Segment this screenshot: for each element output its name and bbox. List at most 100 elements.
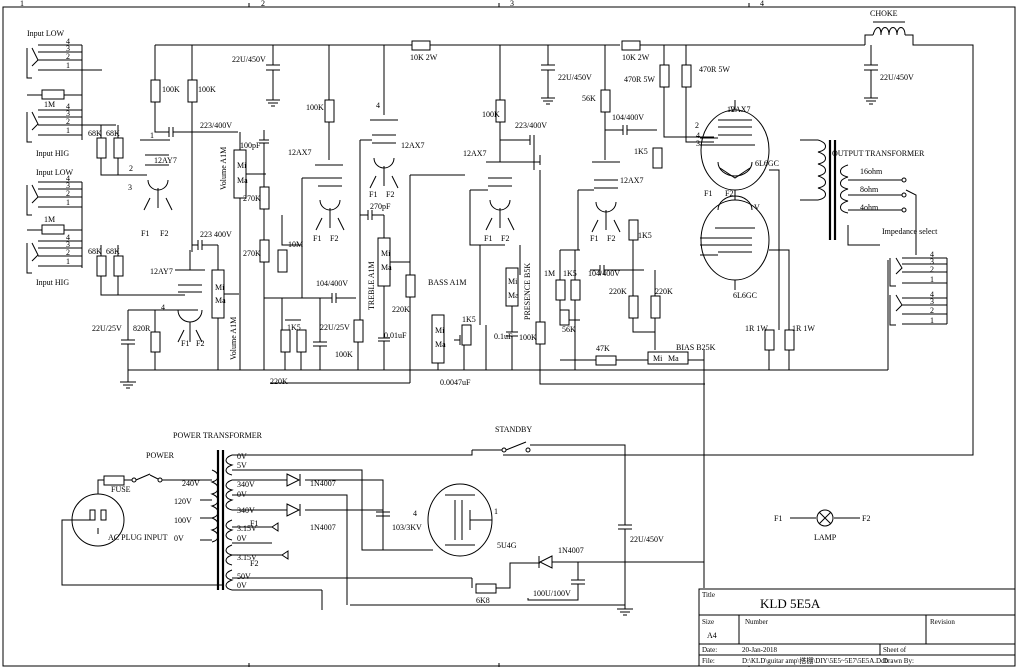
input-hig-2-label: Input HIG <box>36 278 69 287</box>
svg-text:F1: F1 <box>313 234 321 243</box>
svg-text:F2: F2 <box>196 339 204 348</box>
svg-text:100K: 100K <box>162 85 180 94</box>
svg-text:1R 1W: 1R 1W <box>745 324 768 333</box>
svg-text:PRESENCE B5K: PRESENCE B5K <box>523 263 532 320</box>
svg-text:240V: 240V <box>182 479 200 488</box>
svg-text:1N4007: 1N4007 <box>310 479 336 488</box>
tube-v1b: 12AY7 4 F1 F2 22U/25V 820R 223 400V MiMa… <box>92 230 239 370</box>
svg-text:V: V <box>754 203 760 212</box>
svg-text:Mi: Mi <box>381 249 391 258</box>
svg-text:Volume A1M: Volume A1M <box>219 147 228 190</box>
svg-text:F2: F2 <box>250 559 258 568</box>
svg-text:Mi: Mi <box>237 161 247 170</box>
svg-text:F2: F2 <box>330 234 338 243</box>
svg-text:220K: 220K <box>270 377 288 386</box>
svg-text:4ohm: 4ohm <box>860 203 879 212</box>
b-plus-rail: 10K 2W 10K 2W CHOKE 22U/450V 22U/450V 22… <box>155 9 974 456</box>
svg-text:12AY7: 12AY7 <box>154 156 177 165</box>
svg-text:Volume A1M: Volume A1M <box>229 317 238 360</box>
svg-text:5U4G: 5U4G <box>497 541 517 550</box>
input-jacks: Input LOW Input HIG Input LOW Input HIG … <box>26 29 116 287</box>
svg-text:3: 3 <box>696 139 700 148</box>
svg-text:F2: F2 <box>607 234 615 243</box>
svg-text:12AX7: 12AX7 <box>620 176 644 185</box>
svg-text:Ma: Ma <box>668 354 679 363</box>
power-transformer-label: POWER TRANSFORMER <box>173 431 263 440</box>
svg-text:103/3KV: 103/3KV <box>392 523 422 532</box>
svg-text:F1: F1 <box>369 190 377 199</box>
svg-text:12AX7: 12AX7 <box>401 141 425 150</box>
svg-text:100U/100V: 100U/100V <box>533 589 571 598</box>
svg-text:OUTPUT TRANSFORMER: OUTPUT TRANSFORMER <box>832 149 925 158</box>
output-tubes: 470R 5W 470R 5W 12AX7 2 4 3 V 6L6GC F1 F… <box>624 45 815 370</box>
svg-text:Ma: Ma <box>215 296 226 305</box>
svg-text:6L6GC: 6L6GC <box>755 159 779 168</box>
svg-text:10K 2W: 10K 2W <box>410 53 438 62</box>
svg-text:4: 4 <box>66 174 70 183</box>
svg-text:3: 3 <box>930 257 934 266</box>
svg-text:470R 5W: 470R 5W <box>624 75 655 84</box>
svg-text:1: 1 <box>930 275 934 284</box>
svg-text:F1: F1 <box>704 189 712 198</box>
svg-text:6K8: 6K8 <box>476 596 490 605</box>
svg-text:2: 2 <box>695 121 699 130</box>
svg-text:104/400V: 104/400V <box>612 113 644 122</box>
svg-text:4: 4 <box>696 131 700 140</box>
svg-text:12AX7: 12AX7 <box>463 149 487 158</box>
svg-text:1: 1 <box>150 131 154 140</box>
svg-text:File:: File: <box>702 657 715 665</box>
svg-text:1M: 1M <box>544 269 555 278</box>
input-low-2-label: Input LOW <box>36 168 74 177</box>
svg-text:F2: F2 <box>862 514 870 523</box>
svg-text:POWER: POWER <box>146 451 175 460</box>
svg-text:F2: F2 <box>160 229 168 238</box>
svg-text:220K: 220K <box>392 305 410 314</box>
svg-text:22U/450V: 22U/450V <box>630 535 664 544</box>
svg-text:TREBLE A1M: TREBLE A1M <box>367 261 376 310</box>
svg-text:270K: 270K <box>243 249 261 258</box>
svg-text:2: 2 <box>129 164 133 173</box>
svg-text:1: 1 <box>494 507 498 516</box>
svg-text:Title: Title <box>702 591 715 599</box>
svg-text:223 400V: 223 400V <box>200 230 232 239</box>
svg-text:Revision: Revision <box>930 618 955 626</box>
svg-text:AC PLUG INPUT: AC PLUG INPUT <box>108 533 168 542</box>
svg-text:FUSE: FUSE <box>111 485 131 494</box>
svg-text:F1: F1 <box>250 519 258 528</box>
svg-text:Ma: Ma <box>508 291 519 300</box>
svg-text:47K: 47K <box>596 344 610 353</box>
svg-text:4: 4 <box>161 303 165 312</box>
svg-text:1K5: 1K5 <box>638 231 652 240</box>
svg-text:4: 4 <box>930 290 934 299</box>
svg-text:56K: 56K <box>562 325 576 334</box>
svg-text:LAMP: LAMP <box>814 533 837 542</box>
svg-text:Impedance select: Impedance select <box>882 227 938 236</box>
svg-text:10M: 10M <box>288 240 303 249</box>
svg-text:68K: 68K <box>106 129 120 138</box>
svg-text:0.0047uF: 0.0047uF <box>440 378 471 387</box>
drawing-title: KLD 5E5A <box>760 596 821 611</box>
svg-text:220K: 220K <box>609 287 627 296</box>
svg-text:1K5: 1K5 <box>462 315 476 324</box>
svg-text:104/400V: 104/400V <box>588 269 620 278</box>
svg-text:100K: 100K <box>306 103 324 112</box>
svg-text:56K: 56K <box>582 94 596 103</box>
svg-text:100K: 100K <box>482 110 500 119</box>
svg-text:1: 1 <box>930 316 934 325</box>
svg-text:Date:: Date: <box>702 646 717 654</box>
svg-text:1: 1 <box>66 198 70 207</box>
tube-v1a: 100K 100K 12AY7 3 2 1 F1 F2 223/400V <box>127 45 238 252</box>
svg-text:1M: 1M <box>44 100 55 109</box>
svg-text:Mi: Mi <box>215 283 225 292</box>
svg-text:Mi: Mi <box>435 326 445 335</box>
tube-v2a: 100K 12AX7 F1 F2 10M 1K5 22U/25V 104/400… <box>264 45 356 370</box>
svg-text:BIAS B25K: BIAS B25K <box>676 343 716 352</box>
svg-text:100pF: 100pF <box>240 141 261 150</box>
svg-text:2: 2 <box>66 117 70 126</box>
svg-text:68K: 68K <box>88 247 102 256</box>
